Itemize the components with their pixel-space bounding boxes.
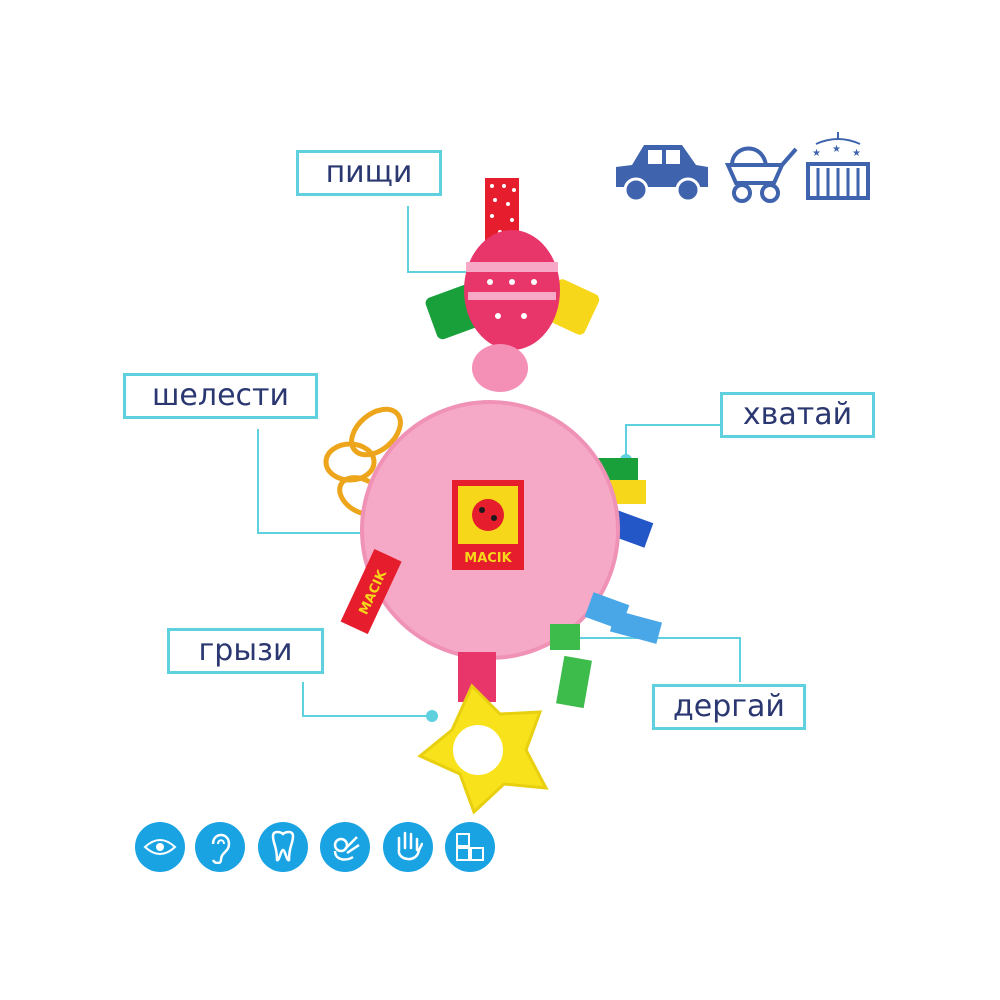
brand-tag bbox=[340, 548, 402, 635]
brand-patch-text: MACIK bbox=[464, 551, 512, 566]
label-rustle: шелести bbox=[123, 373, 318, 419]
tooth-icon bbox=[258, 822, 308, 872]
stroller-icon bbox=[724, 146, 798, 203]
palm-icon bbox=[383, 822, 433, 872]
toy-head bbox=[464, 230, 560, 350]
hand-gesture-icon bbox=[320, 822, 370, 872]
label-pull: дергай bbox=[652, 684, 806, 730]
label-chew: грызи bbox=[167, 628, 324, 674]
svg-text:★: ★ bbox=[852, 148, 861, 159]
svg-text:★: ★ bbox=[812, 148, 821, 159]
blocks-icon bbox=[445, 822, 495, 872]
svg-text:★: ★ bbox=[832, 144, 841, 155]
eye-icon bbox=[135, 822, 185, 872]
car-icon bbox=[616, 145, 708, 203]
label-grab: хватай bbox=[720, 392, 875, 438]
crib-mobile-icon: ★ ★ ★ bbox=[806, 132, 870, 200]
label-squeak: пищи bbox=[296, 150, 442, 196]
ear-icon bbox=[195, 822, 245, 872]
